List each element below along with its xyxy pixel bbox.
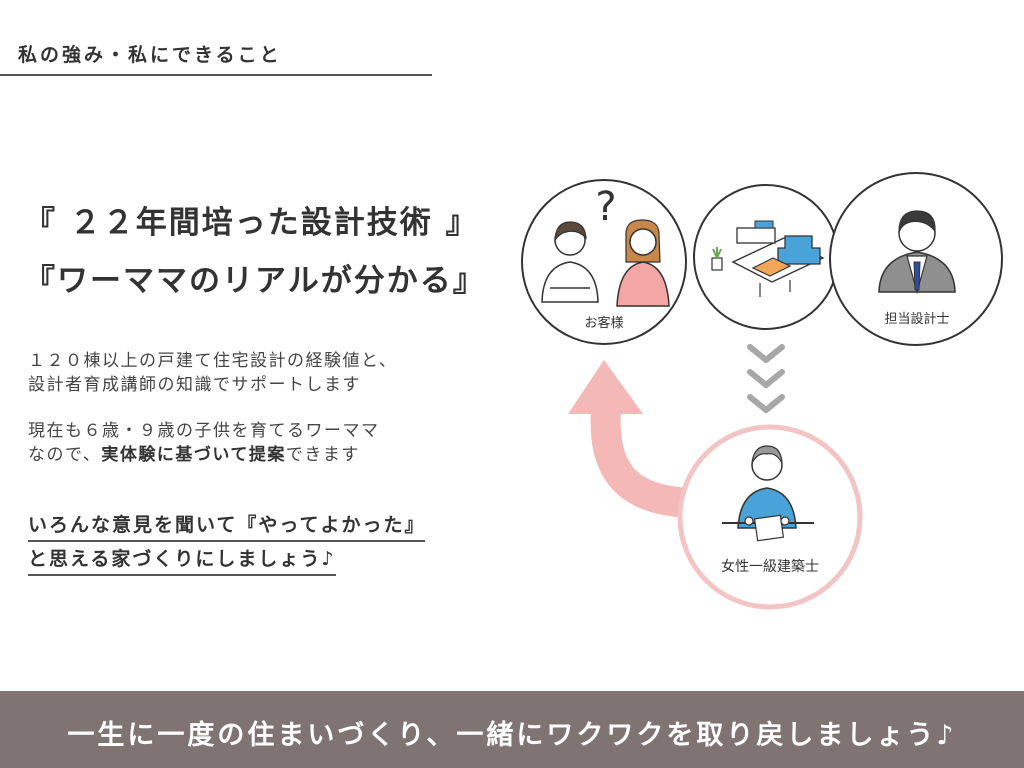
designer-node: 担当設計士: [829, 172, 1003, 346]
architect-node: 女性一級建築士: [677, 424, 863, 610]
cta-line1: いろんな意見を聞いて『やってよかった』: [28, 510, 426, 542]
cta-line2: と思える家づくりにしましょう♪: [28, 544, 336, 576]
workingmom-line2: なので、実体験に基づいて提案できます: [28, 443, 380, 467]
curved-arrow-icon: [568, 360, 692, 518]
room-icon: [711, 220, 825, 297]
experience-line1: １２０棟以上の戸建て住宅設計の経験値と、: [28, 351, 398, 371]
designer-label: 担当設計士: [884, 311, 949, 327]
header-title: 私の強み・私にできること: [18, 44, 282, 66]
workingmom-line2-post: できます: [285, 445, 360, 465]
customer-label: お客様: [584, 315, 623, 331]
workingmom-paragraph: 現在も６歳・９歳の子供を育てるワーママ なので、実体験に基づいて提案できます: [28, 419, 380, 467]
workingmom-line1: 現在も６歳・９歳の子供を育てるワーママ: [28, 421, 380, 441]
customer-node: ? お客様: [521, 179, 687, 345]
workingmom-line2-bold: 実体験に基づいて提案: [101, 445, 286, 465]
workingmom-line2-pre: なので、: [28, 445, 102, 465]
experience-line2: 設計者育成講師の知識でサポートします: [28, 375, 361, 395]
footer-banner: 一生に一度の住まいづくり、一緒にワクワクを取り戻しましょう♪: [0, 691, 1024, 768]
architect-label: 女性一級建築士: [721, 558, 819, 575]
room-node: [693, 184, 839, 330]
footer-text: 一生に一度の住まいづくり、一緒にワクワクを取り戻しましょう♪: [67, 720, 957, 751]
experience-paragraph: １２０棟以上の戸建て住宅設計の経験値と、 設計者育成講師の知識でサポートします: [28, 349, 397, 397]
architect-icon: [722, 445, 814, 542]
chevron-down-icon: [747, 344, 785, 413]
headline-line1: 『 ２２年間培った設計技術 』: [24, 205, 479, 241]
header-underline: [0, 74, 432, 76]
designer-icon: [878, 210, 956, 295]
headline-line2: 『ワーママのリアルが分かる』: [24, 263, 486, 299]
couple-icon: [541, 219, 670, 307]
question-mark: ?: [595, 184, 616, 230]
